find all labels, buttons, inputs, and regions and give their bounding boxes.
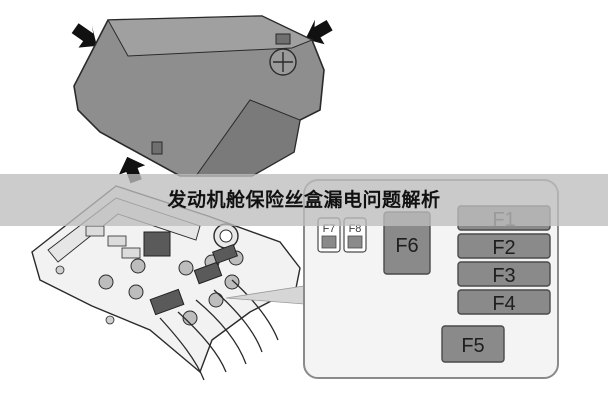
- fuse-f4: F4: [457, 289, 551, 315]
- relay-block: [143, 231, 171, 257]
- fuse-f8-label: F8: [349, 223, 362, 235]
- fuse-f6-label: F6: [395, 235, 418, 257]
- fuse-f3: F3: [457, 261, 551, 287]
- fuse-f7-label: F7: [323, 223, 336, 235]
- fuse-box-cover: [73, 15, 325, 177]
- fuse-f2-label: F2: [492, 237, 515, 259]
- fuse-f6: F6: [383, 211, 431, 275]
- arrow-icon-top-right: [305, 19, 333, 45]
- fuse-f7: F7: [317, 217, 341, 253]
- arrow-icon-top-left: [71, 23, 97, 48]
- fuse-f5-label: F5: [461, 335, 484, 357]
- title-banner: [0, 174, 608, 226]
- fuse-f4-label: F4: [492, 293, 515, 315]
- page-title: 发动机舱保险丝盒漏电问题解析: [167, 189, 441, 211]
- fuse-f2: F2: [457, 233, 551, 259]
- fuse-f3-label: F3: [492, 265, 515, 287]
- fuse-f5: F5: [441, 325, 505, 363]
- fuse-f8: F8: [343, 217, 367, 253]
